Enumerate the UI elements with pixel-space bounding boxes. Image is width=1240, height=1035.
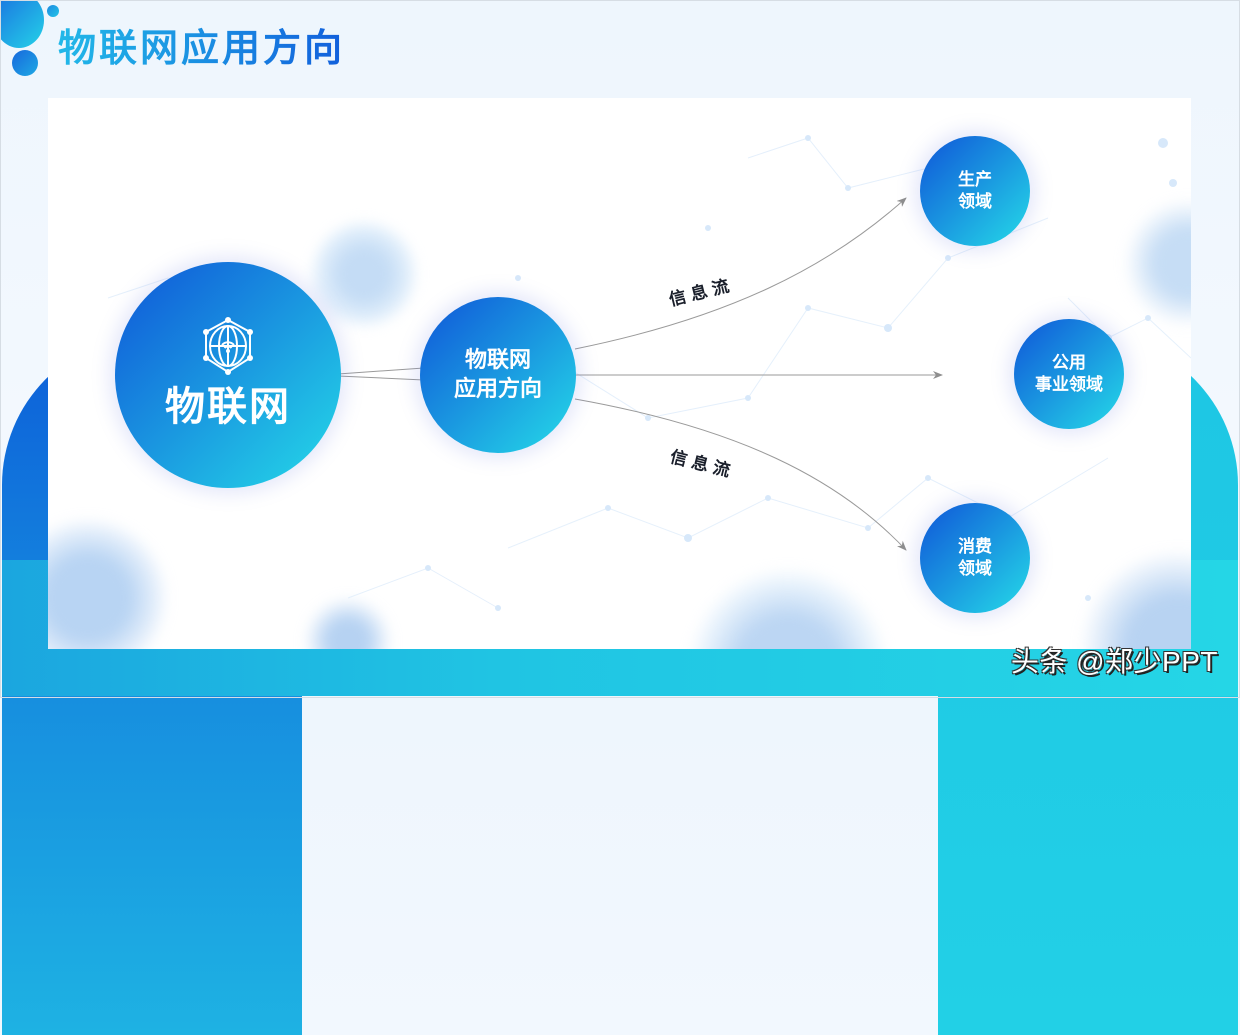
hub-node-iot-application: 物联网 应用方向 (420, 297, 576, 453)
content-card: 物联网 物联网 应用方向 信息流 信息流 生产 领域 公用 事业领域 消费 领域 (48, 98, 1191, 649)
target-label-line1: 消费 (958, 536, 992, 556)
target-node-production: 生产 领域 (920, 136, 1030, 246)
decor-blob (310, 220, 418, 328)
target-label-line2: 领域 (958, 192, 992, 211)
slide-title: 物联网应用方向 (58, 28, 346, 70)
watermark: 头条 @郑少PPT (1010, 646, 1218, 677)
target-node-public-utilities: 公用 事业领域 (1014, 319, 1124, 429)
target-label-line2: 领域 (958, 559, 992, 578)
target-label-line1: 公用 (1052, 352, 1086, 372)
root-node-label: 物联网 (165, 385, 291, 429)
hub-node-label-line1: 物联网 (464, 347, 531, 373)
title-decoration-circle-small (47, 5, 59, 17)
title-decoration-circle-large (0, 0, 44, 48)
target-label-line2: 事业领域 (1035, 375, 1103, 394)
iot-network-globe-icon (203, 317, 253, 375)
root-node-iot: 物联网 (115, 262, 341, 488)
target-node-consumer: 消费 领域 (920, 503, 1030, 613)
target-label-line1: 生产 (958, 169, 992, 189)
title-decoration-circle-medium (12, 50, 38, 76)
hub-node-label-line2: 应用方向 (453, 376, 542, 401)
